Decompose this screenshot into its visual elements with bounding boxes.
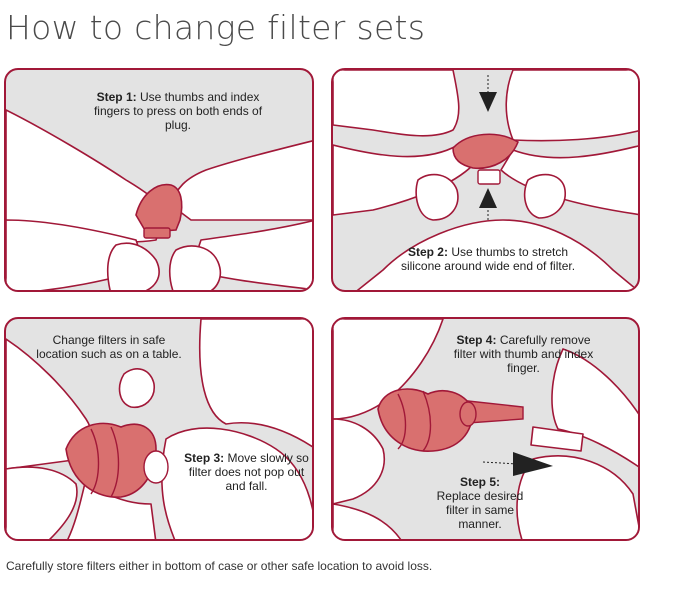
step-5-caption: Step 5:Replace desired filter in same ma… xyxy=(425,475,535,531)
arrow-down-icon xyxy=(479,75,497,112)
page-title: How to change filter sets xyxy=(6,8,426,47)
arrow-up-icon xyxy=(479,188,497,220)
step-2-label: Step 2: xyxy=(407,245,448,259)
step-2-caption: Step 2: Use thumbs to stretch silicone a… xyxy=(393,245,583,273)
arrow-right-icon xyxy=(482,452,553,476)
replace-filter-illustration xyxy=(333,319,638,539)
earplug-icon xyxy=(135,183,183,239)
remove-filter-illustration xyxy=(6,319,312,539)
thumbs-stretch-silicone-illustration xyxy=(333,70,638,290)
panel-step-1: Step 1: Use thumbs and index fingers to … xyxy=(4,68,314,292)
step-3-label: Step 3: xyxy=(184,451,225,465)
earplug-icon xyxy=(65,422,169,498)
earplug-icon xyxy=(377,388,524,452)
step-4-label: Step 4: xyxy=(456,333,497,347)
panel-step-3: Change filters in safe location such as … xyxy=(4,317,314,541)
step-4-caption: Step 4: Carefully remove filter with thu… xyxy=(451,333,596,375)
panel-step-2: Step 2: Use thumbs to stretch silicone a… xyxy=(331,68,640,292)
step-4-text: Carefully remove filter with thumb and i… xyxy=(453,333,594,375)
step-5-text: Replace desired filter in same manner. xyxy=(436,489,524,531)
footer-note: Carefully store filters either in bottom… xyxy=(6,559,433,573)
hands-pressing-plug-illustration xyxy=(6,109,312,290)
step-1-caption: Step 1: Use thumbs and index fingers to … xyxy=(88,90,268,132)
step-3-caption: Step 3: Move slowly so filter does not p… xyxy=(184,451,309,493)
step-1-label: Step 1: xyxy=(96,90,137,104)
earplug-icon xyxy=(452,133,519,185)
step-5-label: Step 5: xyxy=(459,475,500,489)
step-3-text: Move slowly so filter does not pop out a… xyxy=(188,451,309,493)
safe-location-note: Change filters in safe location such as … xyxy=(36,333,182,361)
step-2-text: Use thumbs to stretch silicone around wi… xyxy=(400,245,576,273)
step-1-text: Use thumbs and index fingers to press on… xyxy=(93,90,263,132)
panel-step-4: Step 4: Carefully remove filter with thu… xyxy=(331,317,640,541)
